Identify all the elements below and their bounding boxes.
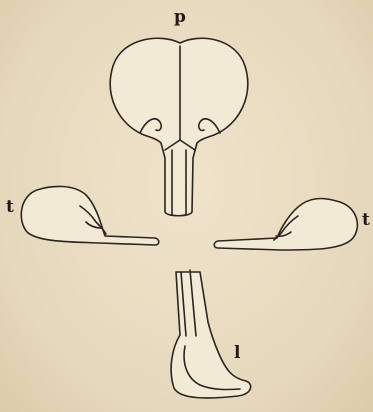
keel-petal-label: l — [234, 343, 241, 363]
standard-petal — [110, 38, 247, 215]
standard-petal-label: p — [174, 7, 186, 27]
left-wing-petal-blade — [21, 186, 158, 245]
right-wing-petal-label: t — [362, 210, 370, 230]
right-wing-petal-blade — [214, 199, 357, 251]
left-wing-petal-label: t — [6, 197, 14, 217]
standard-petal-blade — [110, 38, 247, 215]
keel-petal — [171, 270, 251, 398]
left-wing-petal — [21, 186, 158, 245]
right-wing-petal — [214, 199, 357, 251]
